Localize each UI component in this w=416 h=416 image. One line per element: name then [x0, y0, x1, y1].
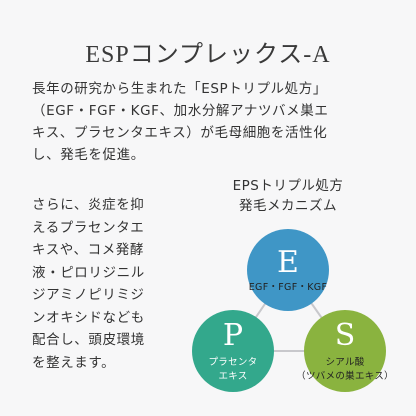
- circle-s: S シアル酸 （ツバメの巣エキス）: [296, 310, 394, 392]
- ingredients-line: ジアミノピリミジ: [32, 287, 145, 303]
- circle-s-letter: S: [335, 318, 356, 353]
- page-title: ESPコンプレックス-A: [85, 42, 331, 68]
- ingredients-line: 液・ピロリジニル: [32, 264, 145, 281]
- circle-p-letter: P: [223, 318, 243, 353]
- ingredients-line: さらに、炎症を抑: [32, 197, 145, 213]
- diagram-title-line: 発毛メカニズム: [239, 198, 337, 214]
- diagram-title-line: EPSトリプル処方: [232, 178, 344, 194]
- ingredients-line: 配合し、頭皮環境: [32, 332, 145, 348]
- circle-p-label-line-1: プラセンタ: [208, 357, 257, 368]
- ingredients-line: を整えます。: [32, 354, 116, 371]
- circle-s-label-line-1: シアル酸: [325, 356, 364, 368]
- circle-s-shape: [304, 310, 386, 392]
- intro-paragraph: 長年の研究から生まれた「ESPトリプル処方」 （EGF・FGF・KGF、加水分解…: [32, 78, 392, 166]
- circle-e-label: EGF・FGF・KGF: [249, 282, 327, 293]
- diagram-title: EPSトリプル処方 発毛メカニズム: [198, 176, 378, 216]
- ingredients-line: キスや、コメ発酵: [32, 242, 144, 258]
- ingredients-line: えるプラセンタエ: [32, 219, 145, 236]
- circle-p: P プラセンタ エキス: [192, 310, 274, 392]
- intro-line: 長年の研究から生まれた「ESPトリプル処方」: [32, 81, 327, 97]
- ingredients-paragraph: さらに、炎症を抑 えるプラセンタエ キスや、コメ発酵 液・ピロリジニル ジアミノ…: [32, 194, 182, 374]
- circle-p-shape: [192, 310, 274, 392]
- circle-e-letter: E: [277, 245, 299, 280]
- ingredients-line: ンオキシドなども: [32, 309, 145, 326]
- circle-p-label-line-2: エキス: [218, 371, 247, 382]
- circle-s-label-line-2: （ツバメの巣エキス）: [296, 370, 394, 382]
- intro-line: し、発毛を促進。: [32, 147, 145, 163]
- circle-e: E EGF・FGF・KGF: [247, 229, 329, 311]
- intro-line: （EGF・FGF・KGF、加水分解アナツバメ巣エ: [32, 103, 329, 119]
- circle-e-shape: [247, 229, 329, 311]
- intro-line: キス、プラセンタエキス）が毛母細胞を活性化: [32, 125, 328, 141]
